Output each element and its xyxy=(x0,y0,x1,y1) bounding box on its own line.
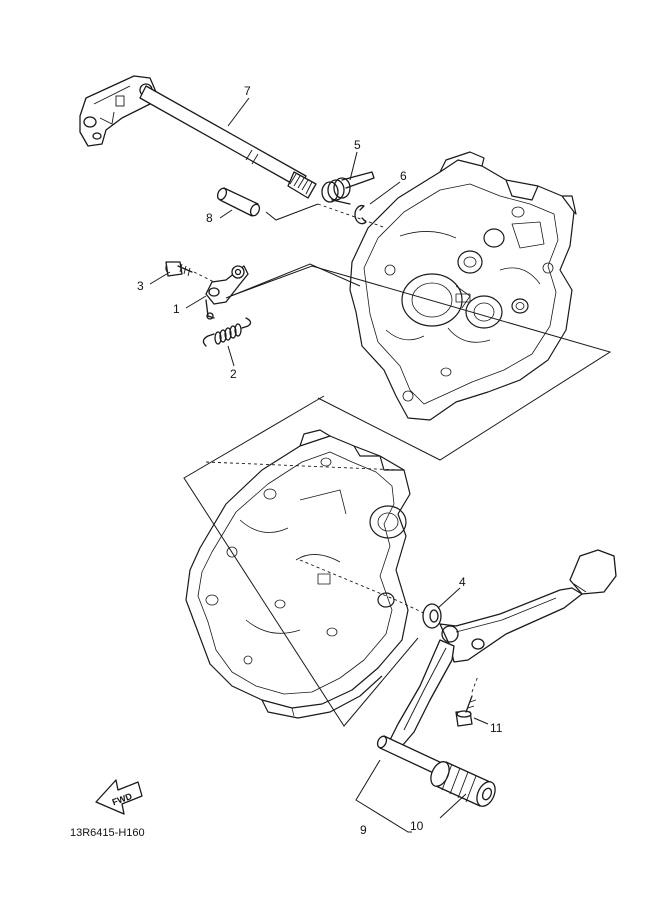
lower-assembly-frame xyxy=(183,395,419,727)
shift-shaft xyxy=(79,75,317,199)
callout-7: 7 xyxy=(244,84,251,98)
callout-11: 11 xyxy=(490,721,503,735)
seal-axis xyxy=(299,559,431,617)
callout-leaders xyxy=(149,97,489,833)
callout-6: 6 xyxy=(400,169,407,183)
callout-2: 2 xyxy=(230,367,237,381)
shift-lever-stopper xyxy=(205,265,249,320)
tension-spring xyxy=(202,317,252,347)
collar-axis-leader xyxy=(265,203,319,221)
callout-10: 10 xyxy=(410,819,424,833)
bolt xyxy=(165,261,193,277)
callout-5: 5 xyxy=(354,138,361,152)
stopper-axis-leader xyxy=(225,263,361,299)
upper-assembly-frame xyxy=(219,265,612,461)
pedal-rubber xyxy=(430,761,496,807)
collar xyxy=(216,187,261,217)
callout-3: 3 xyxy=(137,279,144,293)
callout-9: 9 xyxy=(360,823,367,837)
left-crankcase xyxy=(185,429,411,719)
callout-8: 8 xyxy=(206,211,213,225)
torsion-spring xyxy=(321,171,375,205)
shaft-axis-upper xyxy=(317,203,387,229)
stopper-dash xyxy=(193,271,215,283)
pedal-bolt xyxy=(455,695,477,727)
shift-pedal-assembly xyxy=(376,549,617,777)
shaft-axis-lower xyxy=(205,461,401,471)
circlip xyxy=(354,204,367,225)
oil-seal xyxy=(422,603,442,629)
right-crankcase xyxy=(349,151,577,421)
pedal-bolt-axis xyxy=(471,675,479,693)
callout-1: 1 xyxy=(173,302,180,316)
fwd-arrow-icon: FWD xyxy=(95,779,143,815)
callout-4: 4 xyxy=(459,575,466,589)
drawing-code: 13R6415-H160 xyxy=(70,827,145,839)
